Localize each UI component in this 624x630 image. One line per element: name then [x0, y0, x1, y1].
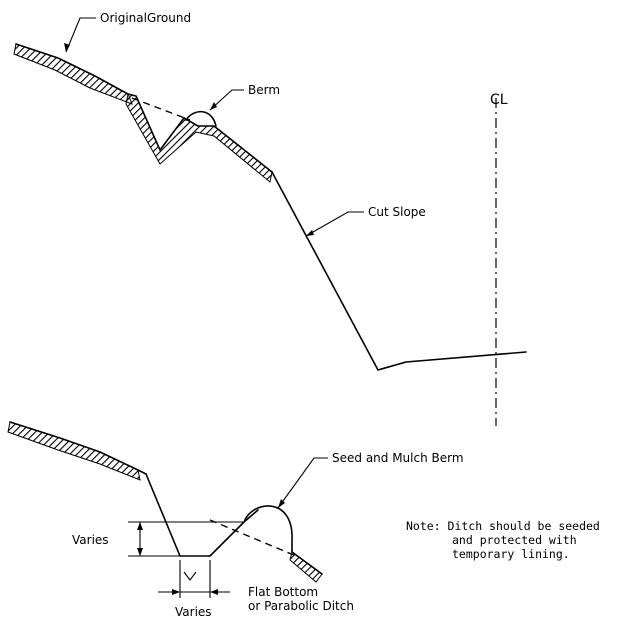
varies-horizontal-label: Varies: [175, 605, 212, 619]
cut-slope-label: Cut Slope: [368, 205, 426, 219]
flat-bottom-label-1: Flat Bottom: [248, 585, 318, 599]
cut-slope-line: [271, 171, 527, 371]
lower-original-ground-dashed: [209, 519, 297, 557]
seed-mulch-berm: [243, 505, 293, 553]
ground-hatch-left: [13, 43, 133, 105]
ditch-profile: [145, 473, 259, 557]
upper-cross-section: CL OriginalGround Berm Cut Slope: [13, 11, 527, 426]
original-ground-dashed: [131, 97, 191, 121]
original-ground-line: [15, 43, 273, 173]
original-ground-label: OriginalGround: [100, 11, 191, 25]
lower-cross-section: Varies Varies Seed and Mulch Berm Flat B…: [7, 421, 600, 619]
berm-mound: [185, 110, 217, 127]
note-line-1: Note: Ditch should be seeded: [406, 519, 600, 533]
berm-label: Berm: [248, 83, 280, 97]
seed-mulch-label: Seed and Mulch Berm: [332, 451, 464, 465]
lower-right-hatch: [289, 551, 323, 583]
v-ditch-hatch: [125, 93, 273, 183]
note-line-2: and protected with: [452, 533, 577, 547]
original-ground-leader: [65, 17, 96, 53]
note-line-3: temporary lining.: [452, 547, 570, 561]
flat-bottom-label-2: or Parabolic Ditch: [248, 599, 354, 613]
varies-vertical-label: Varies: [72, 533, 109, 547]
centerline-symbol: CL: [490, 92, 508, 108]
lower-ground-hatch: [7, 421, 141, 481]
varies-horizontal-dim: [158, 560, 230, 598]
berm-leader: [209, 89, 244, 111]
cut-slope-leader: [305, 211, 364, 237]
seed-mulch-leader: [277, 457, 328, 509]
lower-ground-line: [9, 421, 147, 475]
